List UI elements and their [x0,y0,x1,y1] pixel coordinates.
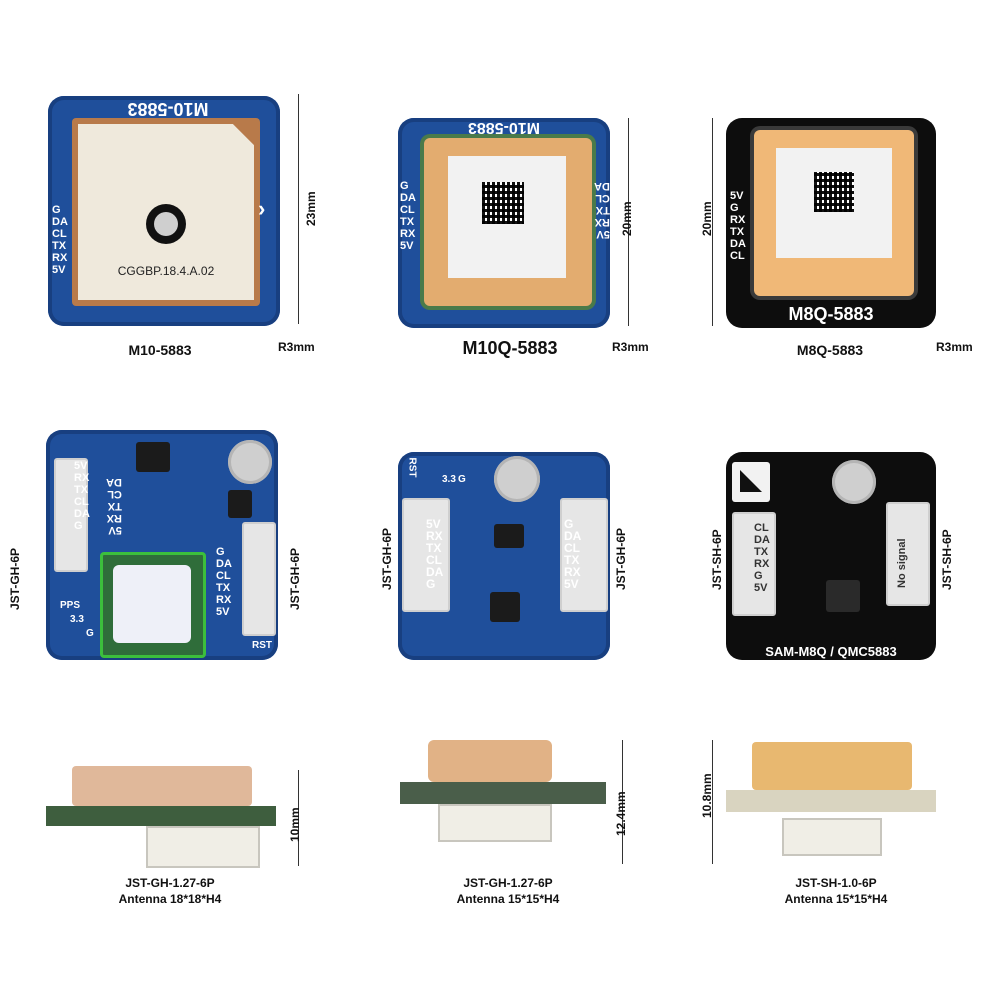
pcb-edge [400,782,606,804]
connector-right-label: JST-GH-6P [614,527,628,590]
antenna-side [752,742,912,790]
antenna-caption: Antenna 15*15*H4 [784,892,888,906]
compass-chip [490,592,520,622]
connector-caption: JST-GH-1.27-6P [463,876,553,890]
height-dimension: 10.8mm [700,773,714,818]
connector-side [438,804,552,842]
reset-label: RST [406,457,418,478]
backup-battery [832,460,876,504]
ground-label: G [86,628,94,639]
height-dimension: 23mm [304,191,318,226]
ceramic-antenna [424,138,592,306]
antenna-caption: Antenna 18*18*H4 [118,892,222,906]
connector-caption: JST-SH-1.0-6P [795,876,877,890]
silkscreen-model: M8Q-5883 [788,304,874,324]
backup-battery [228,440,272,484]
connector-right-label: JST-GH-6P [288,547,302,610]
height-dimension: 20mm [700,201,714,236]
connector-left-label: JST-GH-6P [380,527,394,590]
connector-right-label: JST-SH-6P [940,529,954,590]
side-view-m10 [46,766,276,868]
voltage-label: 3.3 [70,614,84,625]
gps-module-shield [100,552,206,658]
connector-right [242,522,276,636]
connector-left-label: JST-GH-6P [8,547,22,610]
height-dimension: 10mm [288,807,302,842]
ic-chip [136,442,170,472]
antenna-side [428,740,552,782]
connector-side [782,818,882,856]
pps-label: PPS [60,600,81,611]
connector-left [54,458,88,572]
silkscreen-model: M10-5883 [467,119,541,136]
module-caption: M10Q-5883 [462,338,558,358]
connector-left [402,498,450,612]
backup-battery [494,456,540,502]
connector-right [560,498,608,612]
connector-right [886,502,930,606]
no-signal-label: No signal [896,538,908,588]
pcb-edge [726,790,936,812]
side-view-m10q [398,740,608,864]
module-caption: M8Q-5883 [796,342,864,358]
connector-side [146,826,260,868]
corner-radius-label: R3mm [612,340,649,354]
antenna-part-number: CGGBP.18.4.A.02 [117,264,215,278]
height-dimension: 12.4mm [614,791,628,836]
reset-label: RST [252,640,272,651]
board-model-label: SAM-M8Q / QMC5883 [765,644,897,659]
dimension-line [622,740,623,864]
side-view-m8q [726,742,936,862]
connector-left-label: JST-SH-6P [710,529,724,590]
dimension-line [712,740,713,864]
qr-code [482,182,524,224]
ceramic-antenna: CGGBP.18.4.A.02 [72,118,260,306]
dimension-line [628,118,629,326]
antenna-feed-point [146,204,186,244]
corner-radius-label: R3mm [278,340,315,354]
height-dimension: 20mm [620,201,634,236]
brand-logo-icon [732,462,770,502]
qr-code [814,172,854,212]
connector-caption: JST-GH-1.27-6P [125,876,215,890]
dimension-line [298,94,299,324]
antenna-side [72,766,252,806]
ic-chip [494,524,524,548]
dimension-line [298,770,299,866]
connector-left [732,512,776,616]
mosfet-chip [228,490,252,518]
silkscreen-model: M10-5883 [127,99,209,119]
compass-chip [826,580,860,612]
arrow-marker-icon: › [258,196,266,221]
pcb-edge [46,806,276,826]
module-caption: M10-5883 [128,342,192,358]
voltage-label: 3.3 [442,474,456,485]
corner-radius-label: R3mm [936,340,973,354]
ceramic-antenna [754,130,914,296]
dimension-line [712,118,713,326]
antenna-caption: Antenna 15*15*H4 [456,892,560,906]
ground-label: G [458,474,466,485]
